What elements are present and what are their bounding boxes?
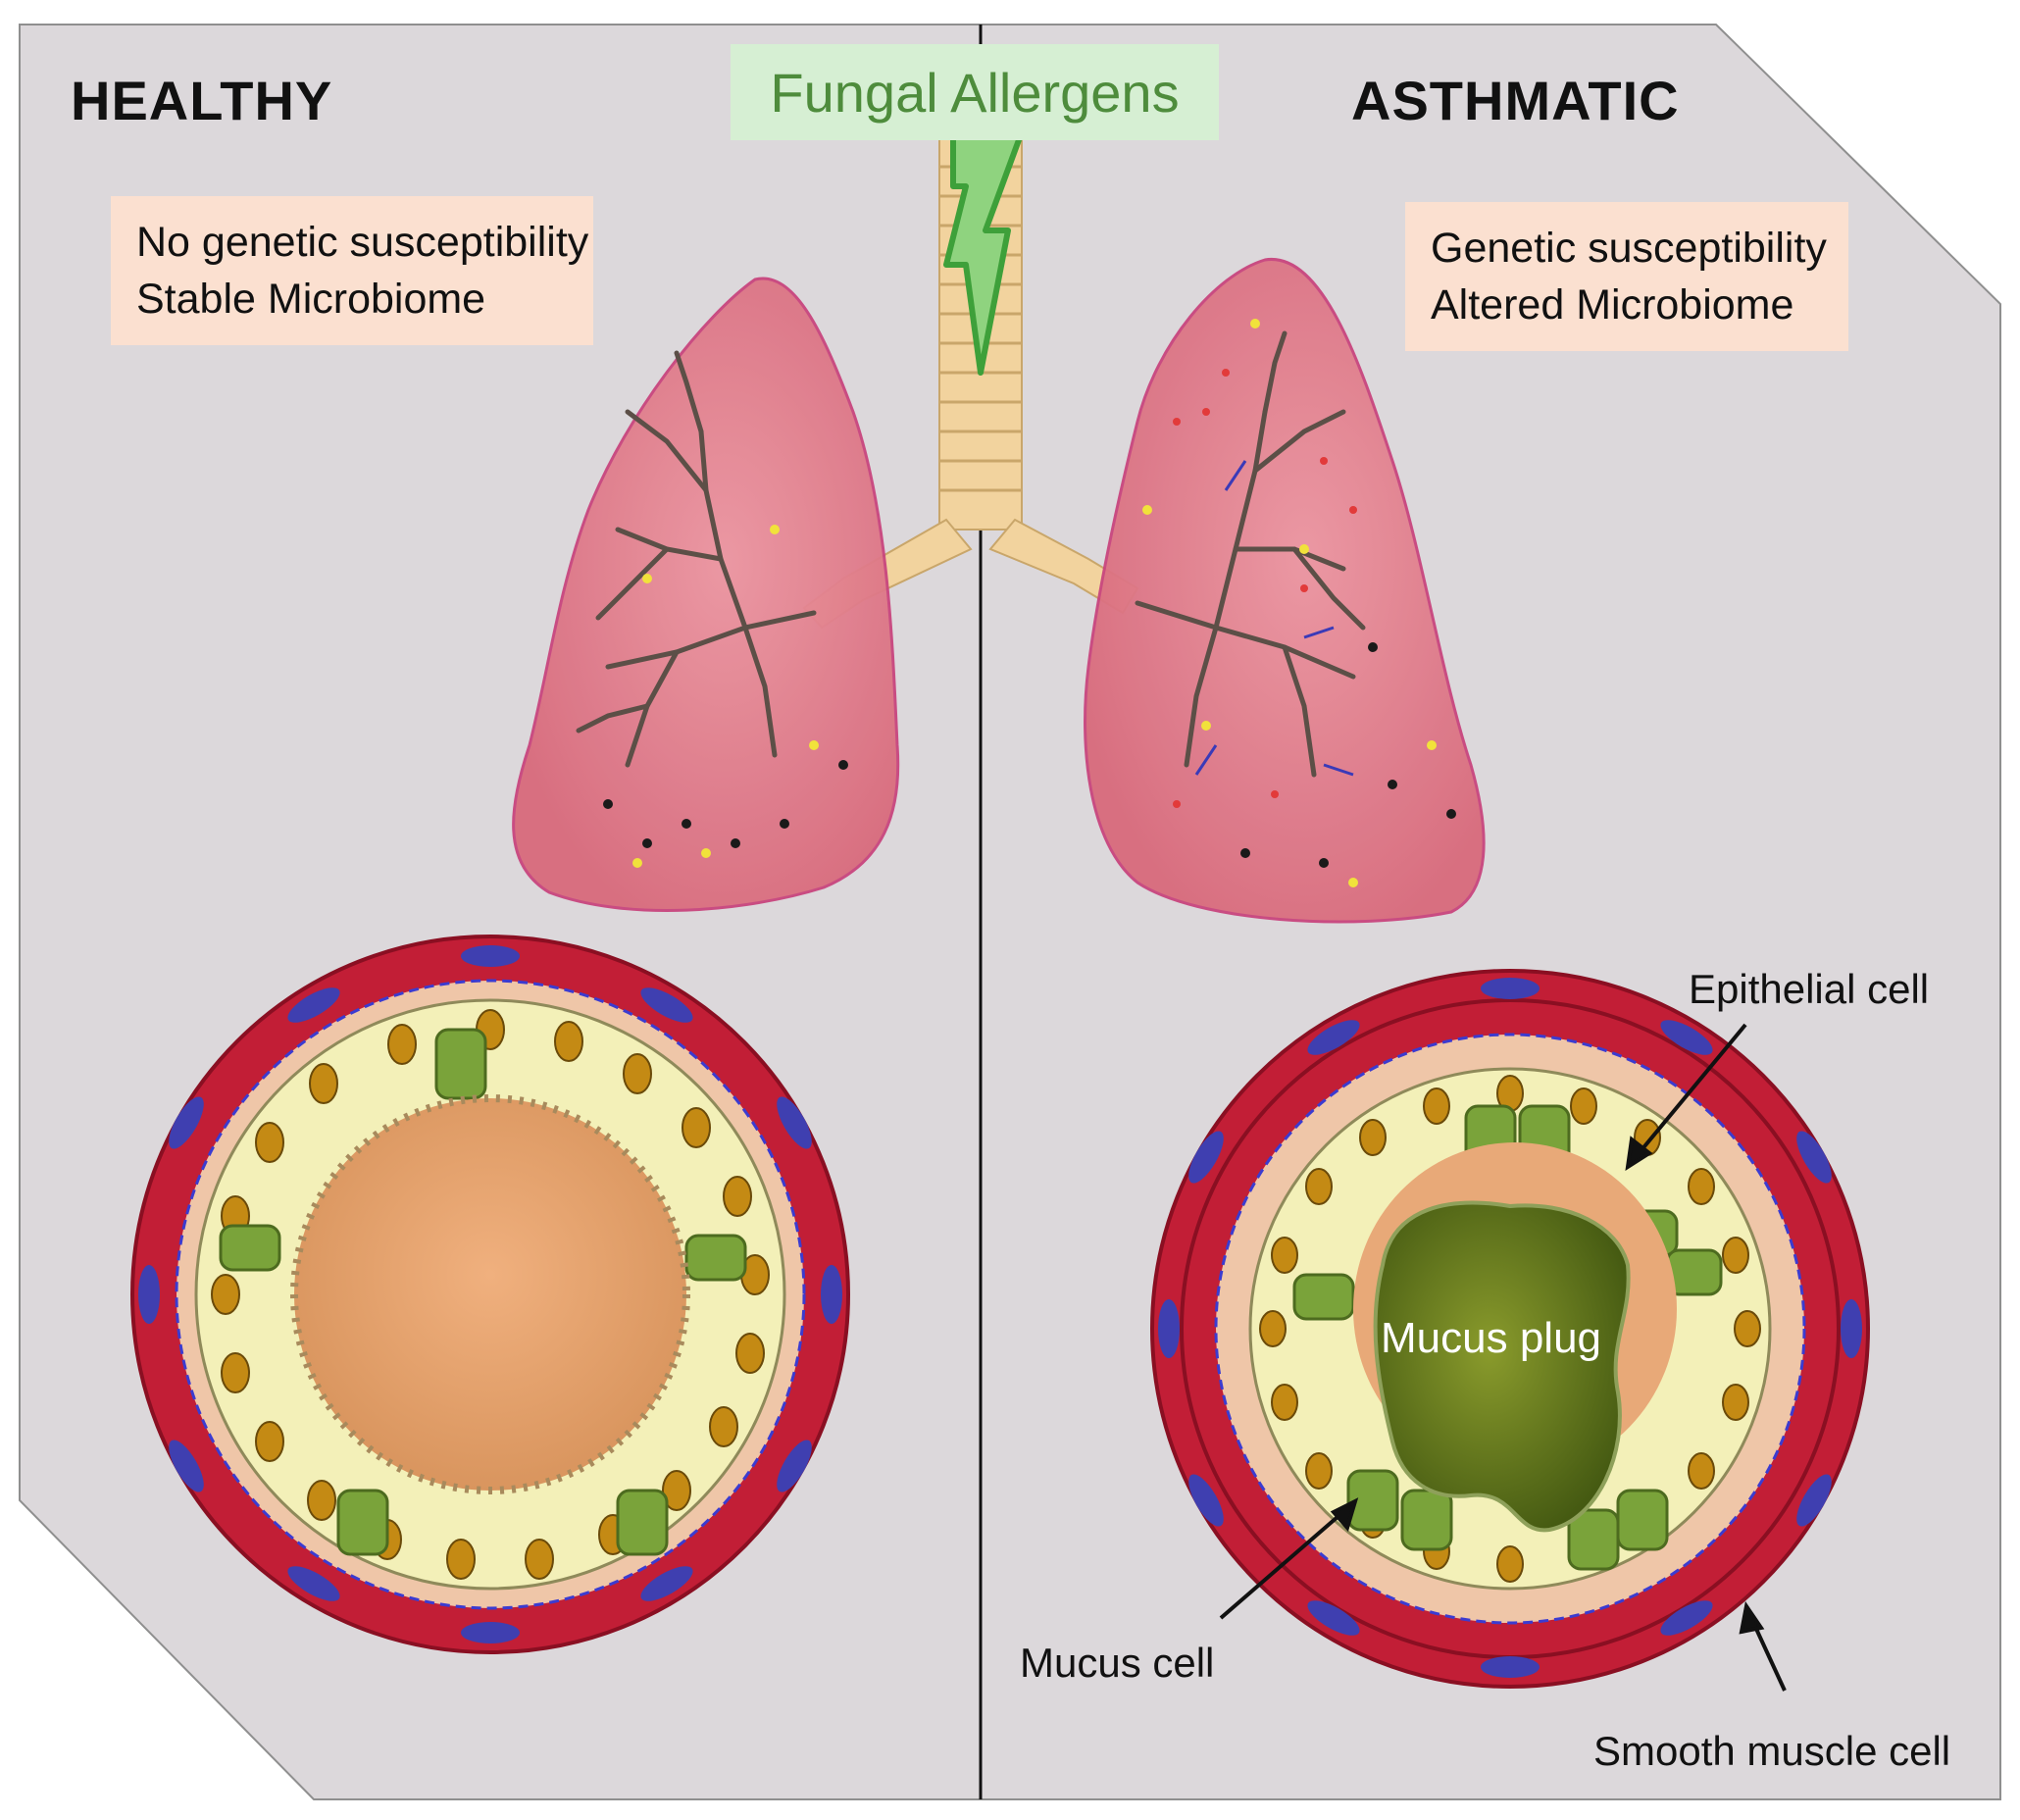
asthmatic-factor-microbiome: Altered Microbiome	[1431, 281, 1794, 329]
healthy-heading: HEALTHY	[71, 70, 333, 131]
healthy-goblet-cells	[219, 1028, 747, 1556]
healthy-airway-cross-section	[130, 935, 850, 1654]
asthmatic-factors-box: Genetic susceptibility Altered Microbiom…	[1405, 202, 1848, 351]
right-lung	[1084, 258, 1486, 924]
allergen-bolt	[943, 134, 1023, 376]
healthy-cell-nuclei	[211, 1009, 770, 1580]
healthy-muscle-nuclei	[138, 945, 842, 1643]
healthy-factor-microbiome: Stable Microbiome	[136, 276, 486, 323]
healthy-factors-box: No genetic susceptibility Stable Microbi…	[111, 196, 593, 345]
mucus-cell-arrow	[1219, 1508, 1347, 1620]
asthmatic-goblet-cells	[1292, 1104, 1723, 1571]
healthy-lumen	[290, 1094, 690, 1494]
epithelial-cell-label: Epithelial cell	[1689, 966, 1930, 1012]
mucus-plug-shape	[1373, 1200, 1631, 1533]
fungal-allergens-label: Fungal Allergens	[731, 44, 1219, 140]
lungs-illustration	[512, 134, 1486, 924]
healthy-factor-genetic: No genetic susceptibility	[136, 219, 589, 266]
mucus-plug-label: Mucus plug	[1381, 1314, 1602, 1362]
callout-arrows	[1219, 1023, 1787, 1692]
smooth-muscle-cell-label: Smooth muscle cell	[1593, 1728, 1951, 1774]
mucus-cell-label: Mucus cell	[1020, 1640, 1215, 1686]
epithelial-cell-arrow	[1634, 1023, 1747, 1159]
asthmatic-airway-cross-section	[1150, 969, 1870, 1689]
asthmatic-heading: ASTHMATIC	[1351, 70, 1680, 131]
left-lung	[512, 277, 900, 912]
asthmatic-factor-genetic: Genetic susceptibility	[1431, 225, 1827, 272]
asthmatic-muscle-nuclei	[1158, 978, 1862, 1678]
